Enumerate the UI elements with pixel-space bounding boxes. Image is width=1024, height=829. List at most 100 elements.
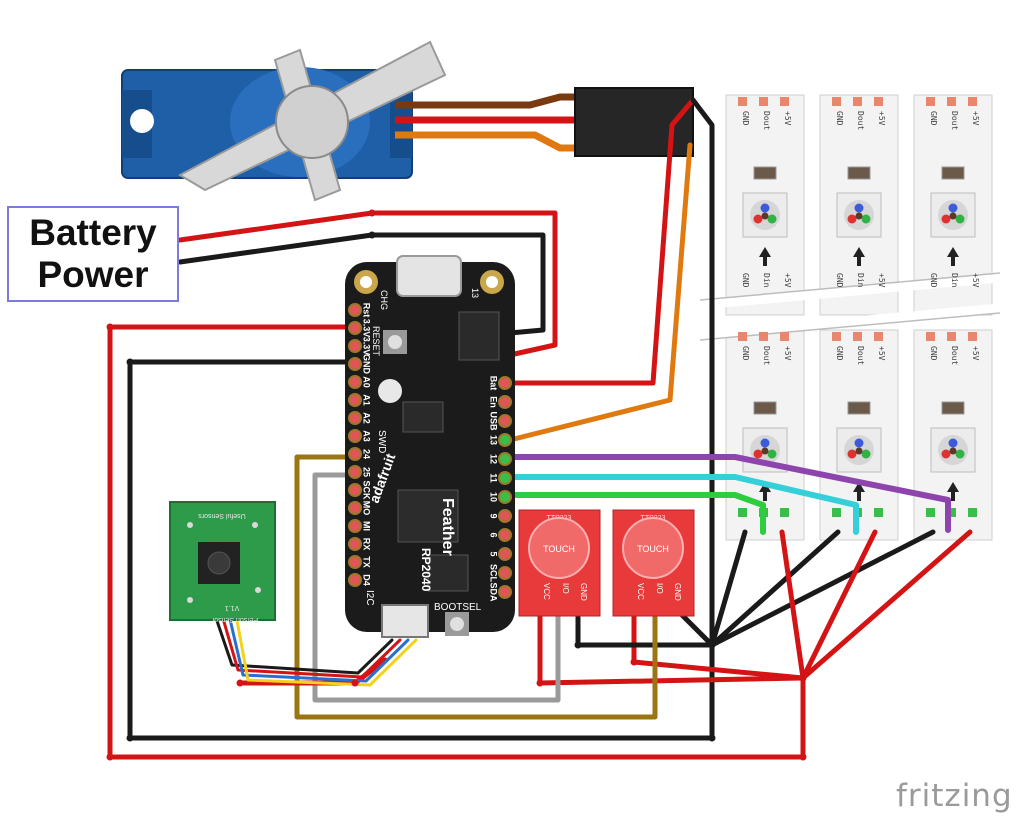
feather-left-pin-label: MO	[362, 501, 372, 516]
feather-left-pin-label: A1	[362, 394, 372, 406]
feather-left-pad	[348, 321, 362, 335]
strip-pin-label: +5V	[783, 346, 792, 361]
touch-2-label: TOUCH	[637, 544, 669, 554]
battery-label-line1: Battery	[29, 212, 157, 253]
sensor-cable-blue	[227, 613, 410, 683]
feather-i2c: I2C	[364, 590, 375, 606]
strip-pin-label: +5V	[971, 346, 980, 361]
strip-arrow	[947, 247, 959, 257]
feather-right-pin-label: 11	[489, 473, 499, 483]
servo-signal-wire	[507, 142, 693, 443]
feather-left-pin-label: TX	[362, 556, 372, 568]
sensor-cable-black	[213, 613, 394, 675]
feather-13: 13	[470, 288, 480, 298]
strip-led-green	[955, 214, 965, 224]
servo-motor	[121, 40, 447, 202]
junction-dots-black	[126, 231, 716, 742]
strip-bottom-pad	[968, 508, 977, 517]
strip-pin-label: +5V	[877, 346, 886, 361]
feather-left-pin-label: 3.3V	[362, 337, 372, 356]
feather-left-pin-label: 3.3V	[362, 319, 372, 338]
strip-led-green	[767, 214, 777, 224]
wires	[107, 97, 973, 760]
strip-led-core	[855, 212, 863, 220]
strip-pad	[874, 332, 883, 341]
fritzing-watermark: fritzing	[896, 778, 1013, 814]
feather-left-pad	[348, 537, 362, 551]
strip-ground-1	[709, 529, 748, 648]
strip-arrow-shaft	[857, 256, 861, 266]
strip-led-core	[855, 447, 863, 455]
strip-pad	[947, 97, 956, 106]
strip-led-green	[955, 449, 965, 459]
feather-right-pin-label: 6	[489, 532, 499, 537]
strip-pin-label: GND	[741, 111, 750, 126]
strip-pin-label: Dout	[762, 346, 771, 365]
strip-led-blue	[854, 438, 864, 448]
rp2040-chip	[397, 489, 459, 543]
strip-pin-label: Dout	[856, 111, 865, 130]
strip-pad	[947, 332, 956, 341]
strip-pad	[780, 332, 789, 341]
strip-ground-3	[709, 529, 936, 648]
battery-power-label: Battery Power	[7, 206, 179, 302]
strip-bottom-pad	[947, 508, 956, 517]
touch-1-io-wire	[312, 472, 561, 703]
strip-power-1	[779, 529, 806, 681]
strip-pad	[968, 332, 977, 341]
feather-right-pad	[498, 509, 512, 523]
strip-led-core	[761, 212, 769, 220]
strip-led-core	[949, 447, 957, 455]
servo-power-wire	[507, 97, 696, 386]
strip-pin-label: GND	[741, 273, 750, 288]
feather-right-pad	[498, 452, 512, 466]
person-sensor-board: Useful Sensors Person Sensor V1.1	[169, 501, 276, 623]
strip-pin-label: +5V	[783, 111, 792, 126]
i2c-connector	[381, 604, 429, 638]
feather-left-pin-label: A3	[362, 430, 372, 442]
feather-right-pad	[498, 471, 512, 485]
feather-left-pin-label: 25	[362, 467, 372, 477]
strip-led-red	[753, 449, 763, 459]
feather-right-pin-label: 9	[489, 513, 499, 518]
strip-pad	[832, 332, 841, 341]
strip-pin-label: Dout	[856, 346, 865, 365]
strip-arrow-shaft	[763, 491, 767, 501]
feather-right-pin-label: En	[489, 396, 499, 408]
touch-2-io: I/O	[655, 583, 664, 594]
strip-led-green	[861, 214, 871, 224]
servo-ground-wire	[690, 97, 715, 648]
strip-led-blue	[948, 203, 958, 213]
feather-left-pin-label: MI	[362, 521, 372, 531]
servo-horn	[177, 40, 447, 202]
feather-right-pad	[498, 528, 512, 542]
strip-led-blue	[948, 438, 958, 448]
feather-reset: RESET	[371, 326, 381, 357]
strip-pin-label: GND	[929, 346, 938, 361]
strip-pin-label: Dout	[950, 111, 959, 130]
strip-led-green	[767, 449, 777, 459]
feather-right-pin-label: 10	[489, 492, 499, 502]
strip-cut-outlines	[699, 272, 1001, 341]
led-data-wire-green	[502, 492, 766, 535]
feather-chip: RP2040	[419, 548, 433, 592]
strip-resistor	[847, 401, 871, 415]
strip-arrow	[759, 247, 771, 257]
feather-left-pad	[348, 357, 362, 371]
junction-dots-red	[106, 209, 807, 761]
feather-right-pin-label: SDA	[489, 582, 499, 602]
feather-left-pad	[348, 339, 362, 353]
feather-left-pad	[348, 465, 362, 479]
strip-bottom-pad	[780, 508, 789, 517]
strip-pin-label: Dout	[950, 346, 959, 365]
strip-pad	[968, 97, 977, 106]
strip-pin-label: GND	[929, 273, 938, 288]
strip-cut-lines	[699, 273, 1001, 340]
led-data-wire-purple	[502, 454, 951, 533]
touch-sensor-1: TTP223 TOUCH VCC I/O GND	[518, 509, 601, 617]
strip-resistor	[941, 401, 965, 415]
feather-left-pin-label: 24	[362, 449, 372, 459]
feather-left-pad	[348, 429, 362, 443]
feather-left-pin-label: SCK	[362, 480, 372, 500]
